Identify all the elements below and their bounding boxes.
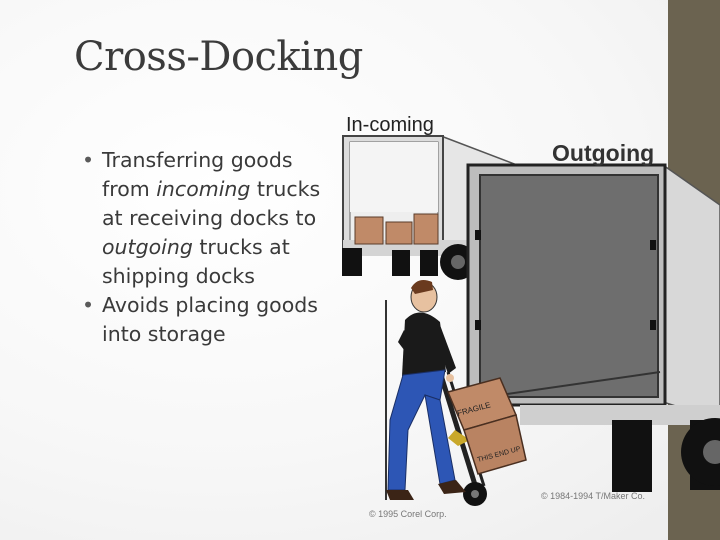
outgoing-label: Outgoing	[552, 140, 655, 166]
bullet-list: • Transferring goods from incoming trucks…	[82, 146, 332, 349]
worker-with-hand-truck: FRAGILE THIS END UP	[385, 280, 527, 506]
bullet-text: trucks at receiving docks to	[102, 177, 321, 230]
bullet-emphasis: incoming	[156, 177, 251, 201]
copyright-tmaker: © 1984-1994 T/Maker Co.	[541, 491, 646, 501]
bullet-item: • Transferring goods from incoming trucks…	[82, 146, 332, 291]
bullet-dot: •	[82, 148, 95, 172]
incoming-boxes	[354, 213, 439, 245]
bullet-dot: •	[82, 293, 95, 317]
bullet-text: Transferring goods from	[102, 148, 293, 201]
bullet-item: • Avoids placing goods into storage	[82, 291, 332, 349]
copyright-corel: © 1995 Corel Corp.	[369, 509, 447, 519]
stacked-boxes: FRAGILE THIS END UP	[446, 377, 527, 475]
outgoing-truck	[466, 163, 720, 492]
slide-title: Cross-Docking	[74, 34, 363, 80]
bullet-emphasis: outgoing	[102, 235, 193, 259]
incoming-label: In-coming	[346, 114, 434, 136]
bullet-text: trucks at shipping docks	[102, 235, 290, 288]
bullet-text: Avoids placing goods into storage	[102, 293, 318, 346]
